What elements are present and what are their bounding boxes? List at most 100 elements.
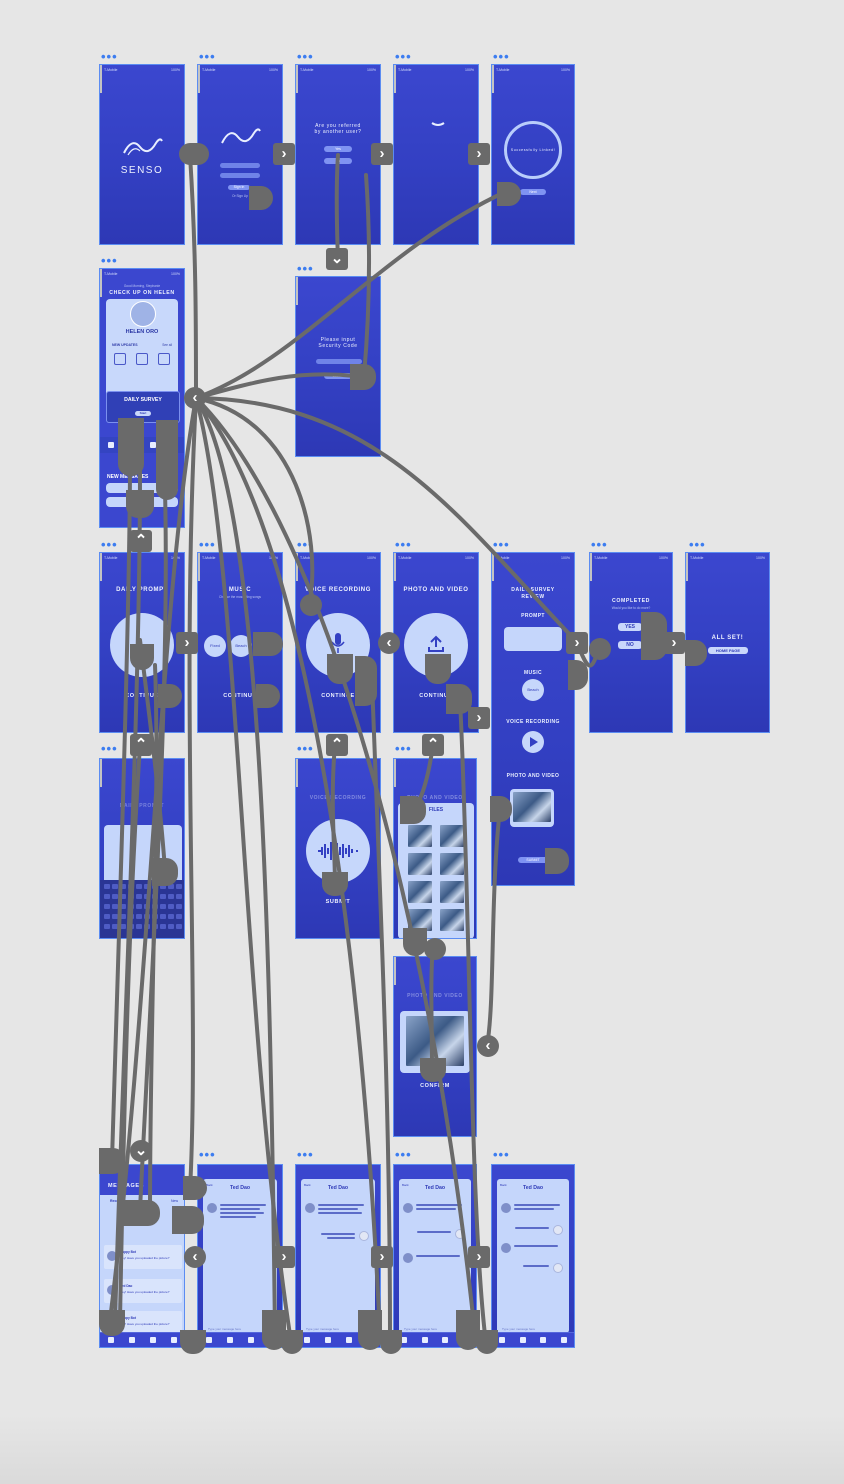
home-icon[interactable] [107, 1337, 114, 1343]
file-thumbnail[interactable] [408, 881, 432, 903]
screen-photo-confirm[interactable]: PHOTO AND VIDEO CONFIRM [393, 956, 477, 1137]
file-thumbnail[interactable] [408, 825, 432, 847]
keyboard-key[interactable] [176, 924, 182, 929]
flow-handle[interactable] [497, 182, 521, 206]
upload-icon[interactable] [427, 635, 445, 653]
back-arrow-icon[interactable]: ‹ [477, 1035, 499, 1057]
flow-handle[interactable] [490, 796, 512, 822]
flow-handle[interactable] [130, 644, 154, 670]
flow-handle[interactable] [685, 640, 707, 666]
frame-menu-dots[interactable]: ••• [395, 537, 412, 552]
keyboard-key[interactable] [128, 894, 134, 899]
keyboard[interactable] [100, 880, 184, 938]
flow-handle[interactable] [358, 1310, 382, 1350]
flow-handle[interactable] [476, 1330, 498, 1354]
keyboard-key[interactable] [168, 894, 174, 899]
keyboard-key[interactable] [160, 894, 166, 899]
chat-input[interactable]: Type your message here [404, 1327, 438, 1331]
completed-no-button[interactable]: NO [618, 641, 642, 649]
back-arrow-icon[interactable]: ‹ [378, 632, 400, 654]
keyboard-key[interactable] [160, 924, 166, 929]
keyboard-key[interactable] [120, 914, 126, 919]
keyboard-key[interactable] [128, 884, 134, 889]
keyboard-key[interactable] [176, 904, 182, 909]
frame-menu-dots[interactable]: ••• [395, 49, 412, 64]
keyboard-key[interactable] [112, 884, 118, 889]
start-survey-button[interactable]: Start [135, 411, 151, 416]
home-icon[interactable] [205, 1337, 212, 1343]
photo-confirm-button[interactable]: CONFIRM [420, 1083, 450, 1089]
sign-in-button[interactable]: Sign in [228, 185, 250, 190]
keyboard-key[interactable] [136, 924, 142, 929]
voice-submit-button[interactable]: SUBMIT [325, 899, 351, 905]
keyboard-key[interactable] [104, 924, 110, 929]
next-arrow-icon[interactable]: › [663, 632, 685, 654]
flow-handle[interactable] [172, 1206, 204, 1234]
keyboard-key[interactable] [168, 904, 174, 909]
linked-next-button[interactable]: Next [520, 189, 546, 195]
profile-icon[interactable] [442, 1337, 449, 1343]
keyboard-key[interactable] [144, 904, 150, 909]
frame-menu-dots[interactable]: ••• [101, 253, 118, 268]
screen-chat-4[interactable]: Ted Dao Back Type your message here [491, 1164, 575, 1348]
frame-menu-dots[interactable]: ••• [199, 1147, 216, 1162]
flow-handle[interactable] [568, 660, 588, 690]
flow-handle[interactable] [156, 420, 178, 500]
keyboard-key[interactable] [136, 894, 142, 899]
flow-handle[interactable] [118, 418, 144, 476]
keyboard-key[interactable] [112, 904, 118, 909]
flow-handle[interactable] [350, 364, 376, 390]
flow-start-node[interactable] [179, 143, 209, 165]
keyboard-key[interactable] [136, 884, 142, 889]
back-arrow-icon[interactable]: ‹ [184, 1246, 206, 1268]
flow-handle[interactable] [420, 1058, 446, 1082]
keyboard-key[interactable] [136, 904, 142, 909]
keyboard-key[interactable] [168, 924, 174, 929]
chat-back-button[interactable]: Back [500, 1183, 507, 1187]
keyboard-key[interactable] [112, 924, 118, 929]
keyboard-key[interactable] [152, 924, 158, 929]
frame-menu-dots[interactable]: ••• [493, 49, 510, 64]
profile-icon[interactable] [345, 1337, 352, 1343]
flow-handle[interactable] [120, 1200, 160, 1226]
flow-handle[interactable] [253, 632, 283, 656]
flow-handle[interactable] [545, 848, 569, 874]
keyboard-key[interactable] [104, 914, 110, 919]
flow-handle[interactable] [322, 872, 348, 896]
chat-back-button[interactable]: Back [206, 1183, 213, 1187]
flow-handle[interactable] [99, 1148, 125, 1174]
chat-icon[interactable] [226, 1337, 233, 1343]
profile-icon[interactable] [540, 1337, 547, 1343]
keyboard-key[interactable] [120, 894, 126, 899]
keyboard-key[interactable] [104, 884, 110, 889]
message-row[interactable]: Ted Dao Hey! Have you uploaded the pictu… [104, 1279, 182, 1303]
keyboard-key[interactable] [144, 914, 150, 919]
flow-handle[interactable] [256, 684, 280, 708]
up-arrow-icon[interactable]: ⌃ [326, 734, 348, 756]
up-arrow-icon[interactable]: ⌃ [130, 530, 152, 552]
flow-handle[interactable] [281, 1330, 303, 1354]
keyboard-key[interactable] [144, 924, 150, 929]
song-option-beach[interactable]: Beach [230, 635, 252, 657]
flow-handle[interactable] [641, 612, 667, 660]
next-arrow-icon[interactable]: › [371, 143, 393, 165]
next-arrow-icon[interactable]: › [468, 707, 490, 729]
chat-icon[interactable] [324, 1337, 331, 1343]
flow-handle[interactable] [99, 1310, 125, 1336]
keyboard-key[interactable] [120, 884, 126, 889]
home-icon[interactable] [401, 1337, 408, 1343]
flow-handle-round[interactable] [424, 938, 446, 960]
keyboard-key[interactable] [112, 914, 118, 919]
frame-menu-dots[interactable]: ••• [493, 537, 510, 552]
frame-menu-dots[interactable]: ••• [101, 537, 118, 552]
keyboard-key[interactable] [112, 894, 118, 899]
keyboard-key[interactable] [120, 904, 126, 909]
next-arrow-icon[interactable]: › [566, 632, 588, 654]
chat-input[interactable]: Type your message here [208, 1327, 242, 1331]
home-icon[interactable] [499, 1337, 506, 1343]
frame-menu-dots[interactable]: ••• [395, 1147, 412, 1162]
keyboard-key[interactable] [152, 904, 158, 909]
